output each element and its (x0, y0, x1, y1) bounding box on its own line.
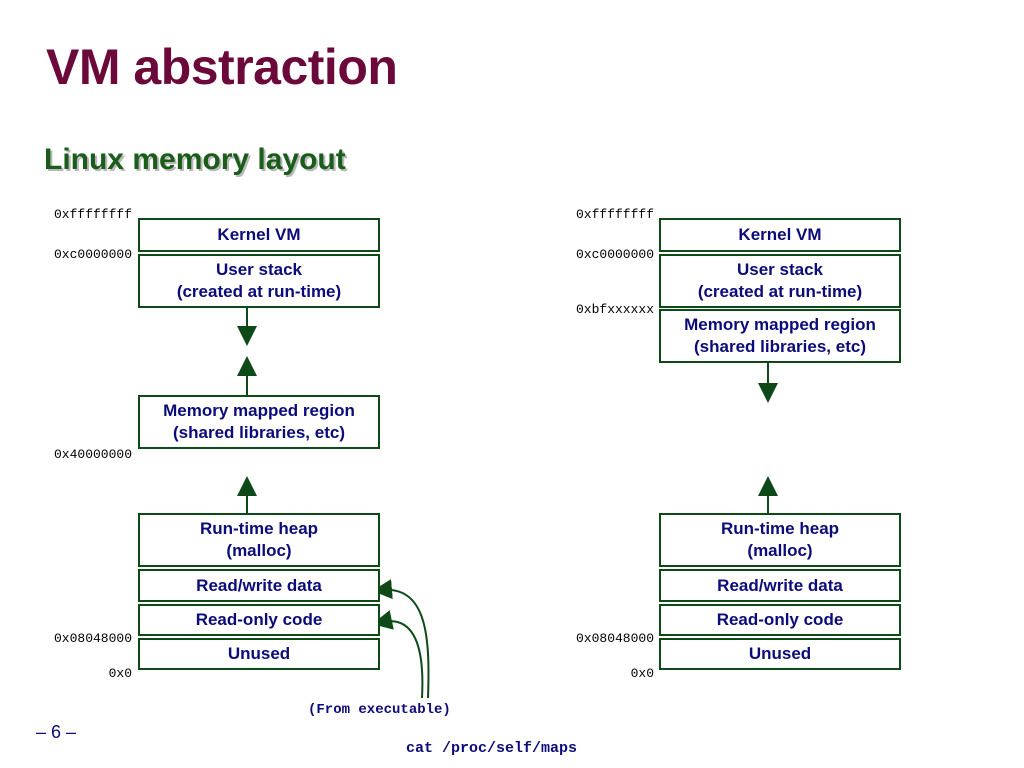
from-executable-label: (From executable) (308, 702, 451, 718)
user-stack-box: User stack (created at run-time) (138, 254, 380, 308)
box-label: Unused (748, 644, 812, 663)
read-write-data-box: Read/write data (659, 569, 901, 602)
box-label: (malloc) (226, 541, 292, 560)
box-label: (created at run-time) (697, 282, 863, 301)
exec-to-rwdata-arrow (372, 579, 430, 699)
box-label: User stack (736, 260, 823, 279)
box-label: Read/write data (717, 575, 843, 595)
box-label: User stack (215, 260, 302, 279)
kernel-vm-box: Kernel VM (659, 218, 901, 252)
memory-mapped-region-box: Memory mapped region (shared libraries, … (138, 395, 380, 449)
page-number: – 6 – (36, 722, 77, 742)
box-label: Read-only code (195, 610, 323, 629)
read-only-code-box: Read-only code (138, 604, 380, 636)
box-label: Kernel VM (217, 225, 301, 244)
memory-mapped-region-box: Memory mapped region (shared libraries, … (659, 309, 901, 363)
box-label: (shared libraries, etc) (694, 337, 866, 356)
box-label: (shared libraries, etc) (173, 423, 345, 442)
box-label: Kernel VM (738, 225, 822, 244)
box-label: Read/write data (196, 575, 322, 595)
box-label: Run-time heap (199, 519, 319, 538)
address-label: 0xc0000000 (575, 247, 654, 262)
slide-subtitle: Linux memory layout (44, 143, 346, 176)
address-label: 0xbfxxxxxx (575, 302, 654, 317)
address-label: 0x0 (108, 666, 132, 681)
address-label: 0x08048000 (575, 631, 654, 646)
box-label: Memory mapped region (684, 315, 876, 334)
box-label: Unused (227, 644, 291, 663)
kernel-vm-box: Kernel VM (138, 218, 380, 252)
address-label: 0xffffffff (575, 207, 654, 222)
address-label: 0x0 (630, 666, 654, 681)
address-label: 0x08048000 (53, 631, 132, 646)
unused-box: Unused (659, 638, 901, 670)
unused-box: Unused (138, 638, 380, 670)
address-label: 0x40000000 (53, 447, 132, 462)
slide-title: VM abstraction (46, 39, 398, 95)
command-label: cat /proc/self/maps (406, 740, 578, 757)
read-only-code-box: Read-only code (659, 604, 901, 636)
runtime-heap-box: Run-time heap (malloc) (138, 513, 380, 567)
user-stack-box: User stack (created at run-time) (659, 254, 901, 308)
box-label: Run-time heap (720, 519, 840, 538)
exec-to-rocode-arrow (372, 610, 424, 699)
box-label: (created at run-time) (176, 282, 342, 301)
box-label: Read-only code (716, 610, 844, 629)
box-label: (malloc) (747, 541, 813, 560)
runtime-heap-box: Run-time heap (malloc) (659, 513, 901, 567)
address-label: 0xffffffff (53, 207, 132, 222)
address-label: 0xc0000000 (53, 247, 132, 262)
read-write-data-box: Read/write data (138, 569, 380, 602)
box-label: Memory mapped region (163, 401, 355, 420)
